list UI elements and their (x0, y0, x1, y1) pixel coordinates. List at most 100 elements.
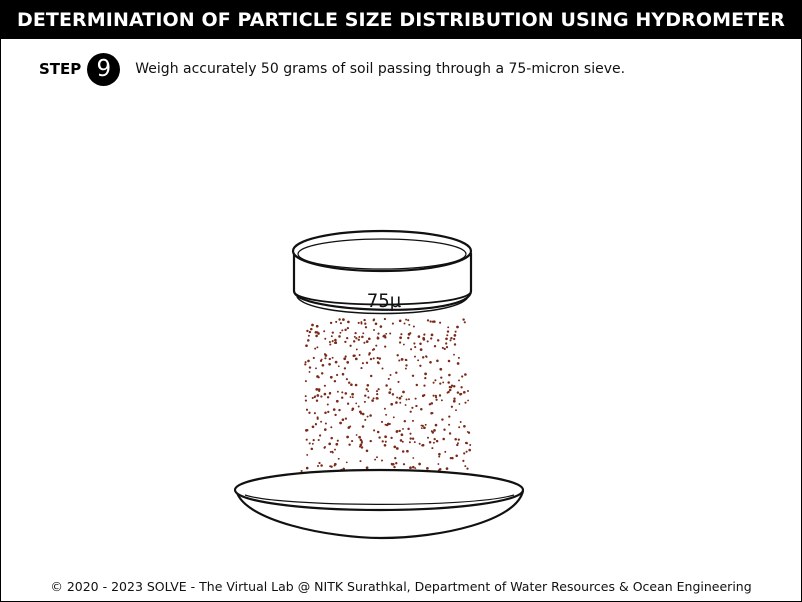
soil-particle (408, 441, 411, 444)
soil-particle (307, 339, 310, 342)
soil-particle (433, 345, 437, 348)
soil-particle (319, 359, 323, 362)
soil-particle (457, 442, 459, 445)
soil-particle (464, 401, 467, 404)
soil-particle (405, 318, 408, 321)
soil-particle (354, 383, 358, 387)
soil-particle (459, 421, 462, 423)
soil-particle (423, 384, 426, 387)
soil-particle (347, 426, 351, 429)
soil-particle (330, 426, 333, 429)
soil-particle (314, 347, 317, 350)
soil-particle (434, 423, 438, 427)
soil-particle (407, 336, 410, 340)
soil-particle (323, 428, 327, 431)
soil-particle (306, 453, 309, 456)
page-title: DETERMINATION OF PARTICLE SIZE DISTRIBUT… (1, 1, 801, 39)
soil-particle (452, 385, 456, 388)
soil-particle (425, 355, 428, 358)
soil-particle (376, 393, 379, 396)
soil-particle (324, 354, 328, 357)
soil-particle (359, 438, 363, 442)
soil-particle (334, 413, 337, 417)
soil-particle (353, 354, 356, 357)
soil-particle (390, 436, 393, 440)
soil-particle (316, 346, 319, 349)
soil-particle (400, 358, 404, 361)
soil-particle (336, 439, 339, 442)
soil-particle (421, 424, 424, 428)
soil-particle (359, 460, 362, 463)
soil-particle (368, 353, 371, 356)
soil-particle (334, 338, 337, 342)
soil-particle (341, 372, 345, 376)
soil-particle (461, 375, 464, 378)
soil-particle (417, 359, 420, 362)
soil-particle (450, 384, 454, 387)
soil-particle (405, 359, 408, 362)
soil-particle (452, 399, 456, 403)
soil-particle (398, 396, 402, 400)
soil-particle (363, 318, 366, 322)
soil-particle (458, 379, 460, 382)
soil-particle (403, 322, 406, 325)
soil-particle (453, 397, 456, 401)
soil-particle (434, 379, 437, 382)
soil-particle (423, 333, 426, 336)
soil-particle (329, 343, 332, 346)
soil-particle (431, 447, 434, 450)
soil-particle (393, 465, 396, 469)
soil-particle (311, 425, 315, 429)
soil-particle (346, 326, 350, 330)
soil-particle (399, 401, 402, 404)
soil-particle (458, 403, 461, 405)
soil-particle (458, 426, 461, 429)
soil-particle (369, 414, 372, 417)
soil-particle (447, 381, 450, 384)
soil-particle (363, 400, 366, 403)
soil-particle (403, 419, 407, 423)
soil-particle (389, 388, 392, 391)
collection-dish (233, 468, 525, 540)
soil-particle (376, 356, 379, 360)
soil-particle (315, 388, 319, 391)
soil-particle (360, 441, 363, 444)
soil-particle (317, 332, 320, 335)
soil-particle (346, 435, 349, 439)
soil-particle (436, 339, 440, 342)
soil-particle (305, 344, 308, 348)
soil-particle (407, 427, 410, 431)
soil-particle (468, 448, 472, 452)
soil-particle (357, 405, 360, 408)
sieve-rim (291, 229, 473, 273)
soil-particle (351, 409, 354, 412)
soil-particle (326, 403, 329, 406)
soil-particle (365, 449, 369, 453)
soil-particle (377, 332, 380, 335)
soil-particle (348, 443, 351, 446)
soil-particle (341, 418, 345, 421)
soil-particle (355, 337, 358, 340)
soil-particle (386, 422, 390, 426)
soil-particle (395, 429, 399, 433)
soil-particle (372, 357, 375, 360)
soil-particle (464, 465, 467, 468)
soil-particle (410, 348, 413, 351)
soil-particle (391, 462, 395, 466)
soil-particle (439, 321, 442, 324)
soil-particle (395, 401, 398, 404)
soil-particle (395, 371, 398, 374)
soil-particle (435, 439, 439, 443)
soil-particle (396, 396, 399, 399)
soil-particle (305, 438, 308, 441)
soil-particle (374, 458, 377, 461)
soil-particle (308, 366, 312, 369)
soil-particle (335, 399, 339, 403)
soil-particle (467, 399, 470, 402)
soil-particle (445, 337, 448, 341)
soil-particle (323, 330, 326, 333)
soil-particle (396, 354, 399, 357)
soil-particle (338, 318, 341, 321)
soil-particle (384, 440, 387, 443)
